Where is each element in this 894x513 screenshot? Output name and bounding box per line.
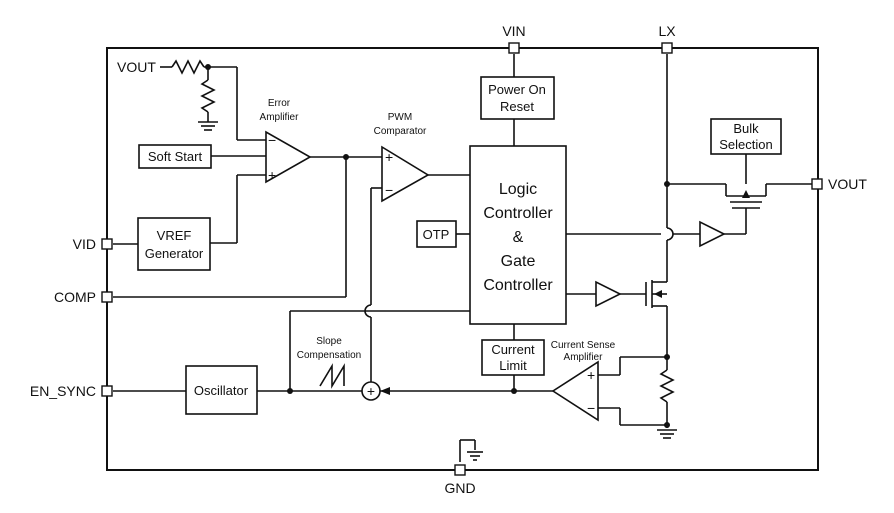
junction-dots bbox=[205, 64, 670, 428]
current-limit-block: Current Limit bbox=[481, 339, 545, 376]
svg-text:Power On: Power On bbox=[488, 82, 546, 97]
pin-vout-right: VOUT bbox=[811, 176, 867, 192]
error-amplifier: − + Error Amplifier bbox=[260, 98, 312, 184]
svg-text:Gate: Gate bbox=[501, 253, 536, 270]
svg-text:VOUT: VOUT bbox=[828, 176, 867, 192]
svg-text:Reset: Reset bbox=[500, 99, 534, 114]
svg-text:GND: GND bbox=[444, 480, 475, 496]
svg-text:Slope: Slope bbox=[316, 336, 342, 347]
wires bbox=[113, 54, 812, 462]
svg-text:VID: VID bbox=[73, 236, 96, 252]
svg-text:VOUT: VOUT bbox=[117, 59, 156, 75]
svg-text:Amplifier: Amplifier bbox=[260, 112, 300, 123]
oscillator-block: Oscillator bbox=[185, 365, 258, 415]
pin-comp: COMP bbox=[54, 289, 113, 305]
svg-text:Limit: Limit bbox=[499, 358, 527, 373]
svg-text:PWM: PWM bbox=[388, 112, 412, 123]
svg-text:+: + bbox=[587, 367, 595, 383]
svg-text:Comparator: Comparator bbox=[374, 126, 427, 137]
svg-text:Generator: Generator bbox=[145, 246, 204, 261]
vref-generator-block: VREF Generator bbox=[137, 217, 211, 271]
svg-text:VIN: VIN bbox=[502, 23, 525, 39]
svg-text:Logic: Logic bbox=[499, 181, 537, 198]
pin-lx: LX bbox=[658, 23, 676, 54]
label-vout-left: VOUT bbox=[117, 59, 156, 75]
svg-text:Error: Error bbox=[268, 98, 291, 109]
soft-start-block: Soft Start bbox=[138, 144, 212, 169]
low-side-nmos bbox=[645, 280, 667, 308]
svg-text:COMP: COMP bbox=[54, 289, 96, 305]
svg-text:Soft Start: Soft Start bbox=[148, 149, 203, 164]
svg-text:&: & bbox=[513, 229, 524, 246]
svg-text:+: + bbox=[385, 149, 393, 165]
svg-text:Bulk: Bulk bbox=[733, 121, 759, 136]
bulk-pmos bbox=[726, 190, 766, 209]
lower-gate-buffer bbox=[595, 280, 622, 308]
svg-text:Amplifier: Amplifier bbox=[564, 352, 604, 363]
summing-junction: + bbox=[361, 381, 381, 401]
pin-gnd: GND bbox=[444, 464, 476, 496]
svg-text:Current Sense: Current Sense bbox=[551, 340, 616, 351]
svg-text:−: − bbox=[587, 400, 595, 416]
svg-text:+: + bbox=[367, 383, 375, 399]
svg-text:EN_SYNC: EN_SYNC bbox=[30, 383, 96, 399]
svg-text:−: − bbox=[268, 132, 276, 148]
svg-text:+: + bbox=[268, 167, 276, 183]
svg-text:Current: Current bbox=[491, 342, 535, 357]
logic-controller-block: Logic Controller & Gate Controller bbox=[469, 145, 567, 325]
bulk-selection-block: Bulk Selection bbox=[710, 118, 782, 155]
pin-vin: VIN bbox=[502, 23, 526, 54]
current-sense-amplifier: + − Current Sense Amplifier bbox=[551, 340, 616, 422]
svg-text:VREF: VREF bbox=[157, 228, 192, 243]
svg-text:Oscillator: Oscillator bbox=[194, 383, 249, 398]
svg-text:OTP: OTP bbox=[423, 227, 450, 242]
svg-text:−: − bbox=[385, 182, 393, 198]
upper-gate-buffer bbox=[699, 220, 726, 248]
svg-text:LX: LX bbox=[658, 23, 676, 39]
pin-en-sync: EN_SYNC bbox=[30, 383, 113, 399]
otp-block: OTP bbox=[416, 220, 457, 248]
slope-compensation: Slope Compensation bbox=[297, 336, 361, 389]
svg-text:Compensation: Compensation bbox=[297, 350, 361, 361]
power-on-reset-block: Power On Reset bbox=[480, 76, 555, 120]
svg-text:Controller: Controller bbox=[483, 277, 553, 294]
svg-text:Controller: Controller bbox=[483, 205, 553, 222]
pin-vid: VID bbox=[73, 236, 113, 252]
pwm-comparator: + − PWM Comparator bbox=[374, 112, 430, 203]
svg-text:Selection: Selection bbox=[719, 137, 772, 152]
